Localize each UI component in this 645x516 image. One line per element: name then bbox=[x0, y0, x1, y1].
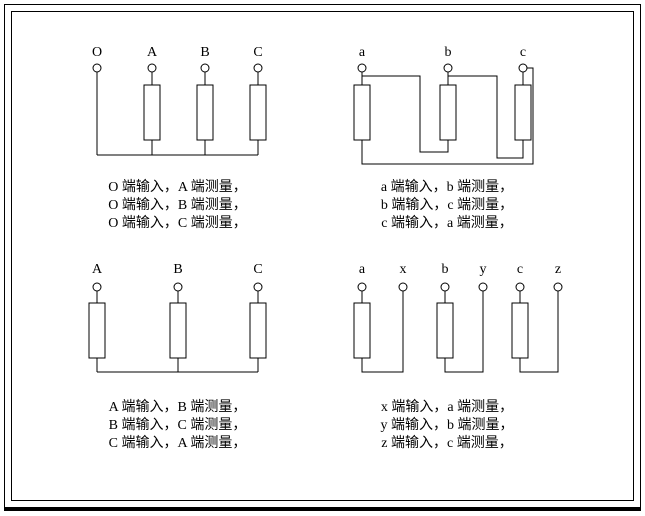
terminal-circle bbox=[357, 63, 367, 73]
terminal-circle bbox=[92, 282, 102, 292]
inner-border bbox=[11, 11, 634, 501]
winding-rect bbox=[88, 302, 106, 359]
caption-line: z 端输入，c 端测量， bbox=[381, 436, 513, 451]
terminal-label-C: C bbox=[253, 45, 263, 60]
terminal-label-B2: B bbox=[173, 262, 183, 277]
wire-delta-return bbox=[361, 67, 534, 165]
caption-line: O 端输入，C 端测量， bbox=[108, 216, 247, 231]
terminal-circle bbox=[92, 63, 102, 73]
winding-rect bbox=[511, 302, 529, 359]
terminal-circle bbox=[440, 282, 450, 292]
caption-line: y 端输入，b 端测量， bbox=[380, 418, 514, 433]
terminal-circle bbox=[147, 63, 157, 73]
terminal-circle bbox=[253, 282, 263, 292]
wire-delta-link bbox=[362, 75, 449, 153]
terminal-label-z: z bbox=[554, 262, 562, 277]
terminal-label-a2: a bbox=[358, 262, 366, 277]
terminal-label-x: x bbox=[399, 262, 407, 277]
terminal-label-c: c bbox=[519, 45, 527, 60]
captions-bottom-left: A 端输入，B 端测量， B 端输入，C 端测量， C 端输入，A 端测量， bbox=[85, 399, 270, 453]
terminal-circle bbox=[173, 282, 183, 292]
terminal-label-A2: A bbox=[91, 262, 103, 277]
wire-pair bbox=[361, 291, 404, 373]
diagram-star-with-neutral bbox=[92, 63, 267, 156]
winding-rect bbox=[249, 84, 267, 141]
terminal-circle bbox=[398, 282, 408, 292]
caption-line: A 端输入，B 端测量， bbox=[108, 400, 247, 415]
winding-rect bbox=[353, 84, 371, 141]
captions-top-right: a 端输入，b 端测量， b 端输入，c 端测量， c 端输入，a 端测量， bbox=[352, 179, 542, 233]
terminal-label-C2: C bbox=[253, 262, 263, 277]
terminal-label-O: O bbox=[91, 45, 103, 60]
terminal-circle bbox=[515, 282, 525, 292]
outer-border bbox=[4, 4, 641, 511]
winding-rect bbox=[514, 84, 532, 141]
diagram-delta bbox=[353, 63, 534, 165]
winding-rect bbox=[249, 302, 267, 359]
terminal-label-a: a bbox=[358, 45, 366, 60]
terminal-label-c2: c bbox=[516, 262, 524, 277]
captions-bottom-right: x 端输入，a 端测量， y 端输入，b 端测量， z 端输入，c 端测量， bbox=[352, 399, 542, 453]
captions-top-left: O 端输入，A 端测量， O 端输入，B 端测量， O 端输入，C 端测量， bbox=[85, 179, 270, 233]
winding-rect bbox=[436, 302, 454, 359]
terminal-label-b2: b bbox=[441, 262, 449, 277]
diagram-star-no-neutral bbox=[88, 282, 267, 373]
wire-pair bbox=[519, 291, 559, 373]
caption-line: a 端输入，b 端测量， bbox=[380, 180, 514, 195]
caption-line: C 端输入，A 端测量， bbox=[108, 436, 247, 451]
terminal-circle bbox=[478, 282, 488, 292]
winding-rect bbox=[353, 302, 371, 359]
terminal-label-B: B bbox=[200, 45, 210, 60]
terminal-circle bbox=[443, 63, 453, 73]
wire-pair bbox=[444, 291, 484, 373]
caption-line: O 端输入，A 端测量， bbox=[108, 180, 247, 195]
terminal-circle bbox=[253, 63, 263, 73]
caption-line: x 端输入，a 端测量， bbox=[380, 400, 514, 415]
terminal-label-y: y bbox=[479, 262, 487, 277]
terminal-circle bbox=[200, 63, 210, 73]
wire-delta-link bbox=[448, 75, 524, 159]
winding-rect bbox=[169, 302, 187, 359]
caption-line: c 端输入，a 端测量， bbox=[381, 216, 513, 231]
caption-line: b 端输入，c 端测量， bbox=[380, 198, 514, 213]
terminal-circle bbox=[357, 282, 367, 292]
terminal-circle bbox=[553, 282, 563, 292]
terminal-circle bbox=[518, 63, 528, 73]
winding-rect bbox=[196, 84, 214, 141]
terminal-label-b: b bbox=[444, 45, 452, 60]
terminal-label-A: A bbox=[146, 45, 158, 60]
caption-line: O 端输入，B 端测量， bbox=[108, 198, 247, 213]
winding-rect bbox=[439, 84, 457, 141]
diagram-open-windings bbox=[353, 282, 563, 373]
winding-rect bbox=[143, 84, 161, 141]
caption-line: B 端输入，C 端测量， bbox=[108, 418, 247, 433]
